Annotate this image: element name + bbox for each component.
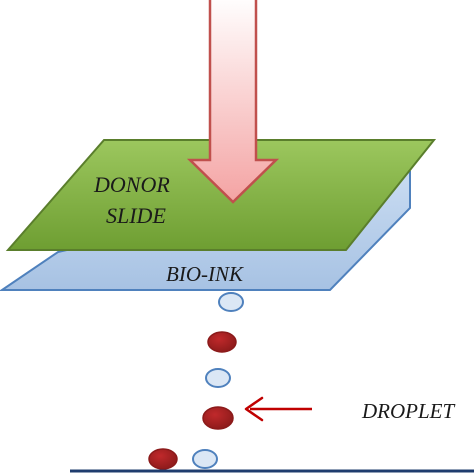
droplet-red-2 (202, 406, 234, 430)
droplet-blue-1 (218, 292, 244, 312)
donor-slide-label-line2: SLIDE (106, 203, 166, 228)
laser-beam-arrow (186, 0, 280, 204)
droplet-red-1 (207, 331, 237, 353)
droplet-red-landed (148, 448, 178, 470)
donor-slide (5, 139, 437, 251)
bio-ink-label: BIO-INK (166, 262, 244, 286)
left-arrow-icon (244, 396, 312, 422)
droplet-label: DROPLET (361, 399, 455, 423)
droplet-blue-landed (192, 449, 218, 469)
donor-slide-label-line1: DONOR (93, 172, 170, 197)
droplet-blue-2 (205, 368, 231, 388)
